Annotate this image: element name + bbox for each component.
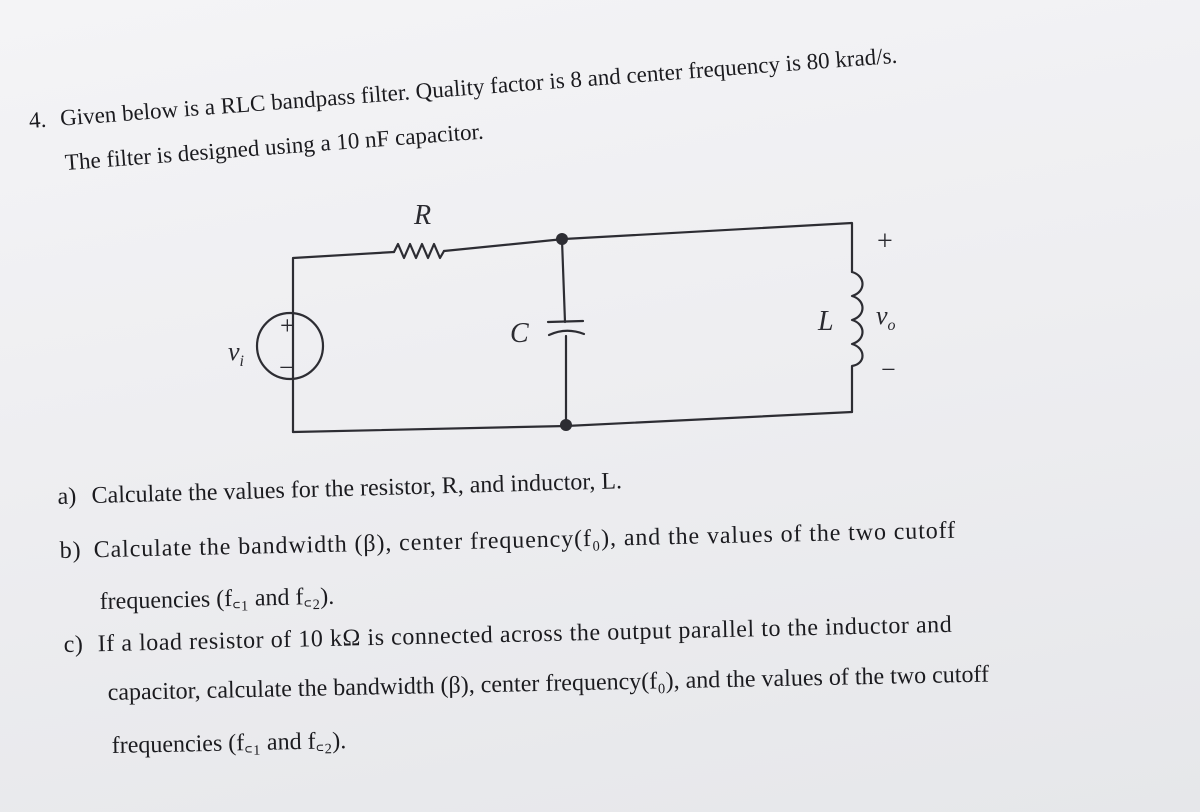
wire-bottom [291,410,854,434]
wire-cap-top [560,238,567,324]
label-L: L [817,306,834,337]
output-minus-sign: − [881,355,896,384]
source-plus-sign: + [280,311,295,340]
junction-bottom [560,419,572,431]
capacitor-plate-bottom [547,329,586,337]
label-vi: vi [228,337,244,370]
wire-top-left [291,250,396,434]
source-minus-sign: − [279,353,294,382]
label-vo-main: v [876,301,888,330]
resistor-symbol [392,242,446,260]
label-C: C [510,318,529,349]
inductor-symbol [850,270,864,414]
label-vi-main: v [228,337,240,366]
label-vo: vo [876,301,896,334]
part-b-label: b) [59,537,82,565]
part-c-label: c) [63,631,84,659]
wire-top-right [442,221,854,274]
part-c-line-3: frequencies (f꜀₁ and f꜀₂). [111,723,346,761]
output-plus-sign: + [877,226,893,257]
label-vi-sub: i [240,353,244,370]
capacitor-plate-top [546,319,585,324]
voltage-source-symbol [255,311,325,381]
part-c-text-3: frequencies (f꜀₁ and f꜀₂). [111,728,347,760]
part-b-line-2: frequencies (f꜀₁ and f꜀₂). [99,579,334,617]
part-a-label: a) [57,483,77,511]
junction-top [556,233,568,245]
part-b-text-2: frequencies (f꜀₁ and f꜀₂). [99,583,335,616]
label-R: R [413,200,431,231]
label-vo-sub: o [888,317,896,334]
